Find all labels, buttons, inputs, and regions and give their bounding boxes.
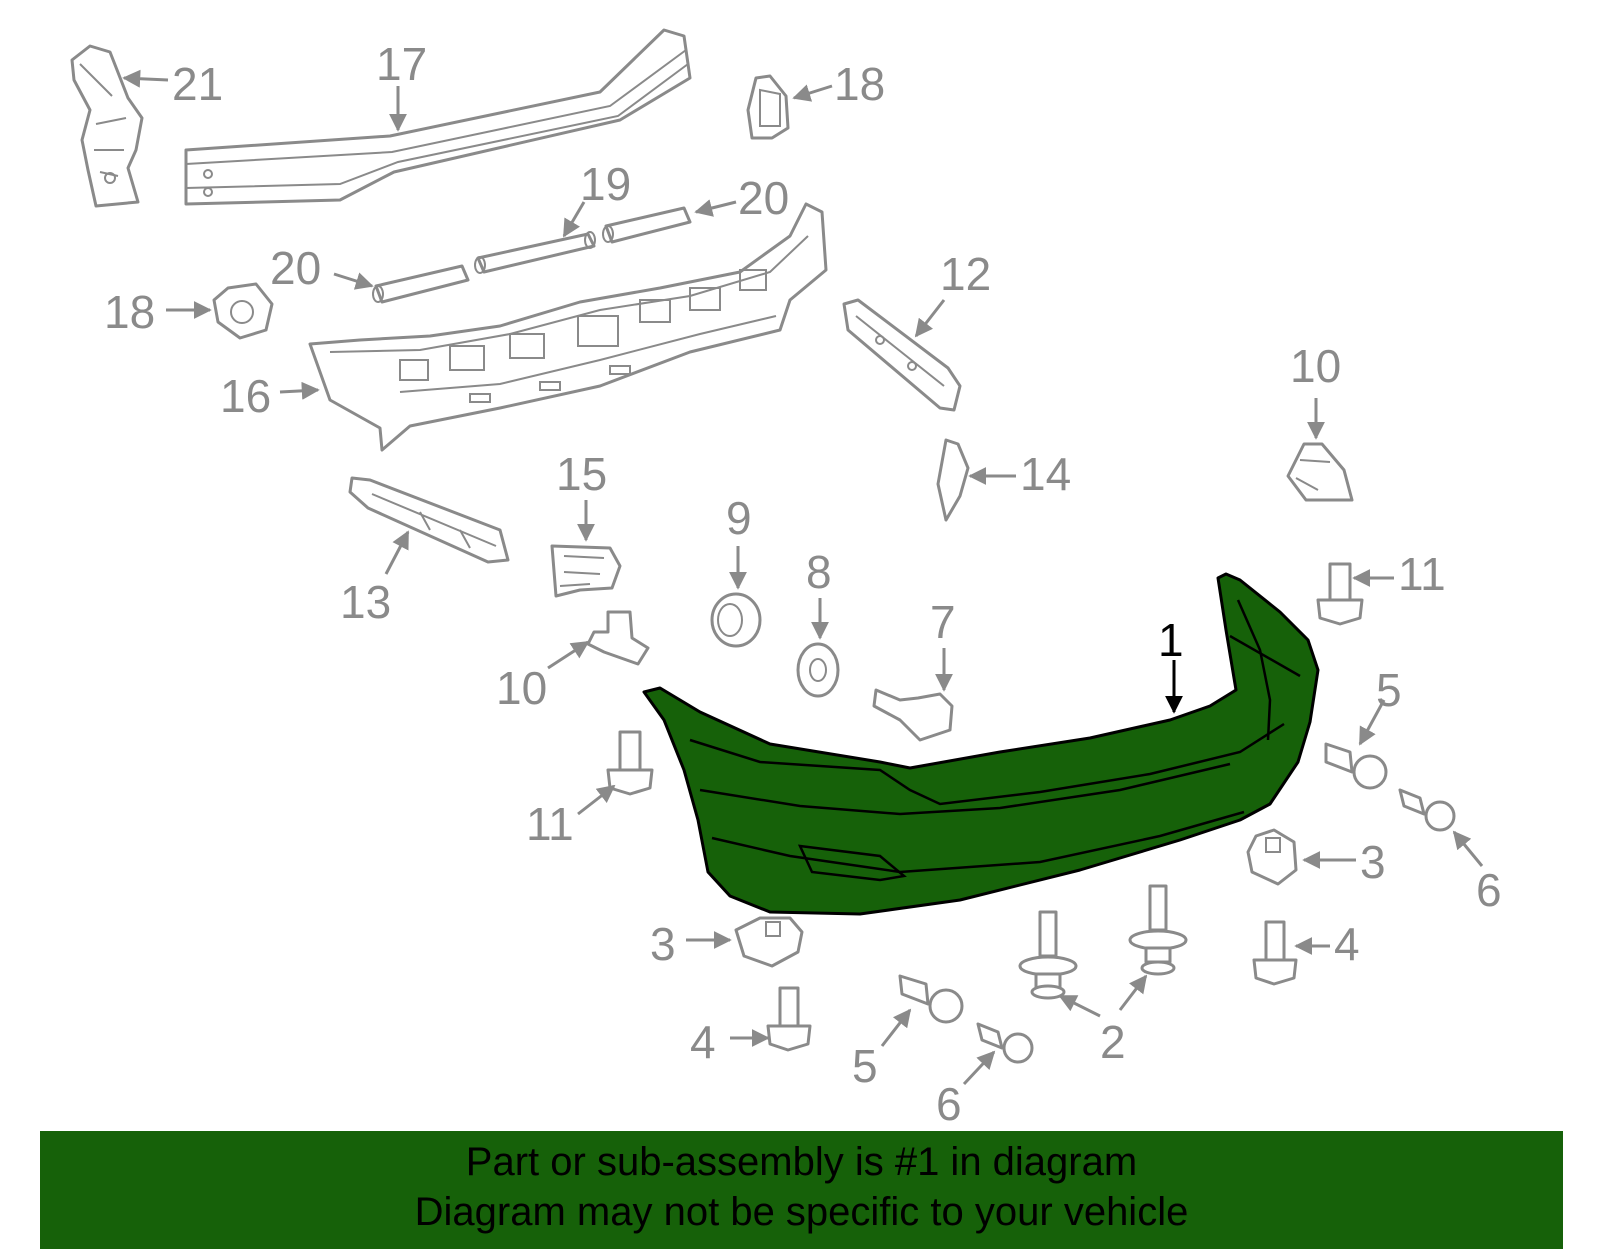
callout-17: 17	[376, 38, 427, 90]
leader-20-right	[694, 199, 737, 217]
part-5-pin-right[interactable]	[1324, 742, 1388, 790]
part-20-pin-left[interactable]	[372, 264, 470, 304]
part-7-sensor[interactable]	[872, 688, 954, 742]
callout-15: 15	[556, 448, 607, 500]
leader-5-right	[1358, 699, 1386, 746]
callout-13: 13	[340, 576, 391, 628]
part-3-clip-right[interactable]	[1246, 828, 1298, 886]
part-3-clip-left[interactable]	[734, 916, 804, 968]
callout-18-left: 18	[104, 286, 155, 338]
callout-3-left: 3	[650, 918, 676, 970]
leader-20-left	[333, 272, 374, 290]
callout-11-left: 11	[526, 798, 574, 850]
leader-21	[122, 69, 169, 88]
part-2-rivet-left[interactable]	[1018, 910, 1078, 1000]
callout-3-right: 3	[1360, 836, 1386, 888]
leader-19	[562, 201, 586, 238]
callout-8: 8	[806, 546, 832, 598]
callout-9: 9	[726, 492, 752, 544]
callout-5-left: 5	[852, 1040, 878, 1092]
part-18-nut-left[interactable]	[212, 282, 274, 340]
part-4-bolt-right[interactable]	[1252, 920, 1298, 986]
callout-14: 14	[1020, 448, 1071, 500]
leader-6-right	[1452, 830, 1484, 867]
part-2-rivet-right[interactable]	[1128, 884, 1188, 976]
part-10-clip-left[interactable]	[586, 610, 650, 666]
leader-12	[914, 299, 946, 338]
part-10-clip-right[interactable]	[1286, 442, 1354, 502]
callout-10-left: 10	[496, 662, 547, 714]
leader-10-left	[547, 640, 590, 670]
part-11-bolt-left[interactable]	[606, 730, 654, 796]
callout-1: 1	[1158, 614, 1184, 666]
callout-6-right: 6	[1476, 864, 1502, 916]
part-4-bolt-left[interactable]	[766, 986, 812, 1052]
leader-16	[279, 381, 320, 400]
part-6-screw-left[interactable]	[976, 1022, 1034, 1064]
info-banner: Part or sub-assembly is #1 in diagram Di…	[40, 1131, 1563, 1249]
leader-2-left	[1058, 994, 1101, 1018]
part-8-washer[interactable]	[796, 642, 840, 698]
callout-7: 7	[930, 596, 956, 648]
leader-2-right	[1118, 974, 1148, 1011]
part-21-bracket[interactable]	[70, 44, 144, 208]
leader-13	[384, 530, 410, 575]
callout-4-right: 4	[1334, 918, 1360, 970]
part-1-bumper-cover[interactable]	[642, 572, 1320, 916]
callout-11-right: 11	[1398, 548, 1446, 600]
part-17-reinforcement-bar[interactable]	[184, 28, 692, 206]
callout-19: 19	[580, 158, 631, 210]
part-19-pin[interactable]	[474, 231, 596, 274]
callout-20-right: 20	[738, 172, 789, 224]
part-18-nut-top[interactable]	[746, 74, 790, 140]
leader-18-top	[792, 84, 833, 102]
part-6-screw-right[interactable]	[1398, 788, 1456, 832]
leader-6-left	[962, 1050, 996, 1086]
callout-10-right: 10	[1290, 340, 1341, 392]
part-20-pin-right[interactable]	[602, 206, 692, 244]
banner-line-2: Diagram may not be specific to your vehi…	[414, 1190, 1189, 1234]
callout-5-right: 5	[1376, 664, 1402, 716]
callout-18-top: 18	[834, 58, 885, 110]
part-12-bracket[interactable]	[842, 298, 962, 412]
leader-11-left	[577, 784, 616, 816]
callout-6-left: 6	[936, 1078, 962, 1130]
callout-21: 21	[172, 58, 223, 110]
leader-5-left	[880, 1008, 912, 1047]
callout-4-left: 4	[690, 1016, 716, 1068]
part-9-grommet[interactable]	[710, 592, 762, 648]
part-15-bracket[interactable]	[550, 544, 622, 598]
part-13-bracket[interactable]	[348, 476, 510, 564]
part-5-pin-left[interactable]	[898, 974, 964, 1024]
part-14-bracket[interactable]	[936, 438, 970, 522]
callout-20-left: 20	[270, 242, 321, 294]
callout-16: 16	[220, 370, 271, 422]
part-11-bolt-right[interactable]	[1316, 562, 1364, 626]
callout-2: 2	[1100, 1016, 1126, 1068]
callout-12: 12	[940, 248, 991, 300]
banner-line-1: Part or sub-assembly is #1 in diagram	[465, 1140, 1138, 1184]
part-16-energy-absorber[interactable]	[308, 202, 828, 452]
